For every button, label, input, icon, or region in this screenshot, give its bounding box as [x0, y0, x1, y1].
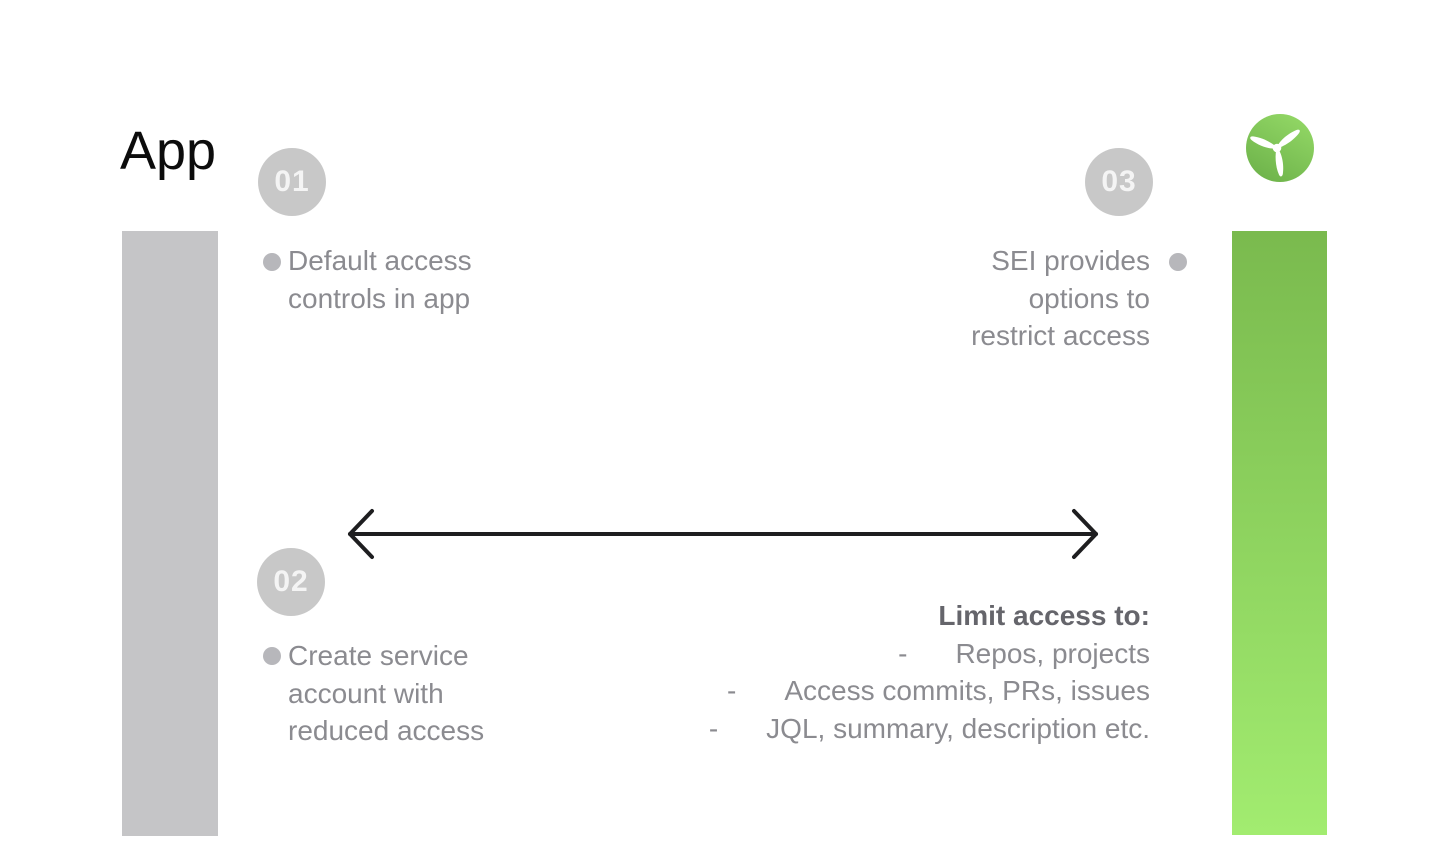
- bullet-dot-icon: [263, 647, 281, 665]
- propeller-logo-icon: [1246, 114, 1314, 182]
- step-2-line: Create service: [288, 640, 469, 671]
- step-2-text: Create service account with reduced acce…: [288, 637, 484, 750]
- step-2-line: reduced access: [288, 715, 485, 746]
- sei-column-bar: [1232, 231, 1327, 835]
- double-headed-arrow-icon: [348, 509, 1098, 559]
- step-number: 03: [1101, 165, 1137, 198]
- step-3-text: SEI provides options to restrict access: [971, 242, 1150, 355]
- bullet-dot-icon: [1169, 253, 1187, 271]
- page-title: App: [120, 121, 217, 181]
- dash-bullet: -: [898, 637, 908, 669]
- step-3-line: SEI provides: [991, 245, 1150, 276]
- app-column-bar: [122, 231, 218, 836]
- dash-bullet: -: [708, 712, 719, 744]
- dash-bullet: -: [727, 675, 737, 706]
- limit-access-item-text: Access commits, PRs, issues: [784, 675, 1150, 706]
- step-3-line: options to: [1028, 282, 1150, 314]
- step-number: 01: [274, 165, 310, 198]
- step-badge-03: 03: [1085, 148, 1153, 216]
- limit-access-item-text: JQL, summary, description etc.: [766, 712, 1150, 744]
- step-badge-01: 01: [258, 148, 326, 216]
- limit-access-list: Limit access to: - Repos, projects - Acc…: [709, 597, 1150, 747]
- step-2-line: account with: [288, 677, 444, 709]
- bullet-dot-icon: [263, 253, 281, 271]
- step-1-line: controls in app: [288, 282, 471, 314]
- limit-access-item-text: Repos, projects: [955, 637, 1150, 669]
- limit-access-item: - JQL, summary, description etc.: [709, 710, 1150, 748]
- limit-access-item: - Repos, projects: [709, 635, 1150, 673]
- step-1-text: Default access controls in app: [288, 242, 472, 317]
- limit-access-heading: Limit access to:: [938, 600, 1150, 631]
- step-number: 02: [273, 565, 309, 598]
- step-1-line: Default access: [288, 245, 472, 276]
- limit-access-item: - Access commits, PRs, issues: [709, 672, 1150, 710]
- step-badge-02: 02: [257, 548, 325, 616]
- step-3-line: restrict access: [971, 320, 1150, 351]
